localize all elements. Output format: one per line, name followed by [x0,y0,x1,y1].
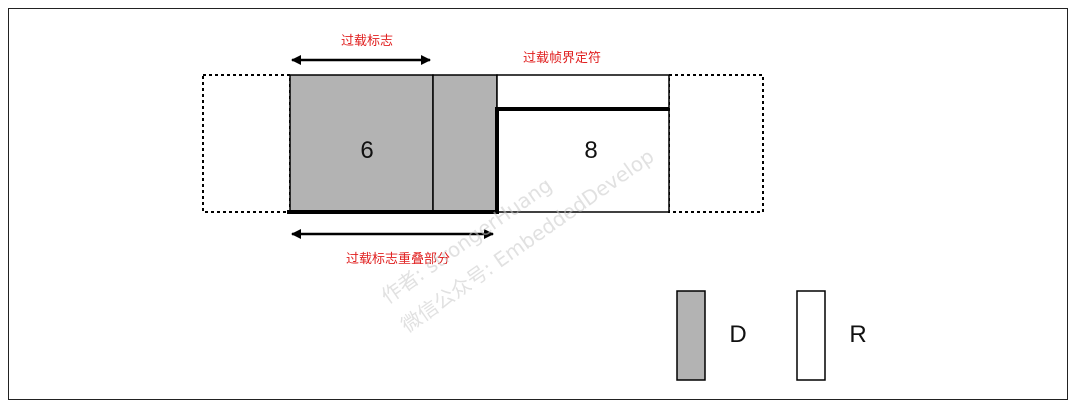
legend-dominant-swatch [676,290,706,381]
overload-overlap-block [432,74,498,213]
previous-field-dotted-box [202,74,291,213]
overload-delimiter-block [496,74,670,213]
legend-recessive-label: R [849,321,866,348]
legend-recessive-swatch [796,290,826,381]
next-field-dotted-box [668,74,764,213]
overload-flag-label: 过载标志 [341,34,393,49]
diagram-frame [8,8,1068,400]
field-8-label: 8 [584,137,597,164]
overload-flag-block [289,74,434,213]
legend-dominant-label: D [729,321,746,348]
overload-delimiter-label: 过载帧界定符 [523,50,601,66]
field-6-label: 6 [360,137,373,164]
overload-overlap-label: 过载标志重叠部分 [346,251,450,267]
signal-waveform [287,107,669,214]
